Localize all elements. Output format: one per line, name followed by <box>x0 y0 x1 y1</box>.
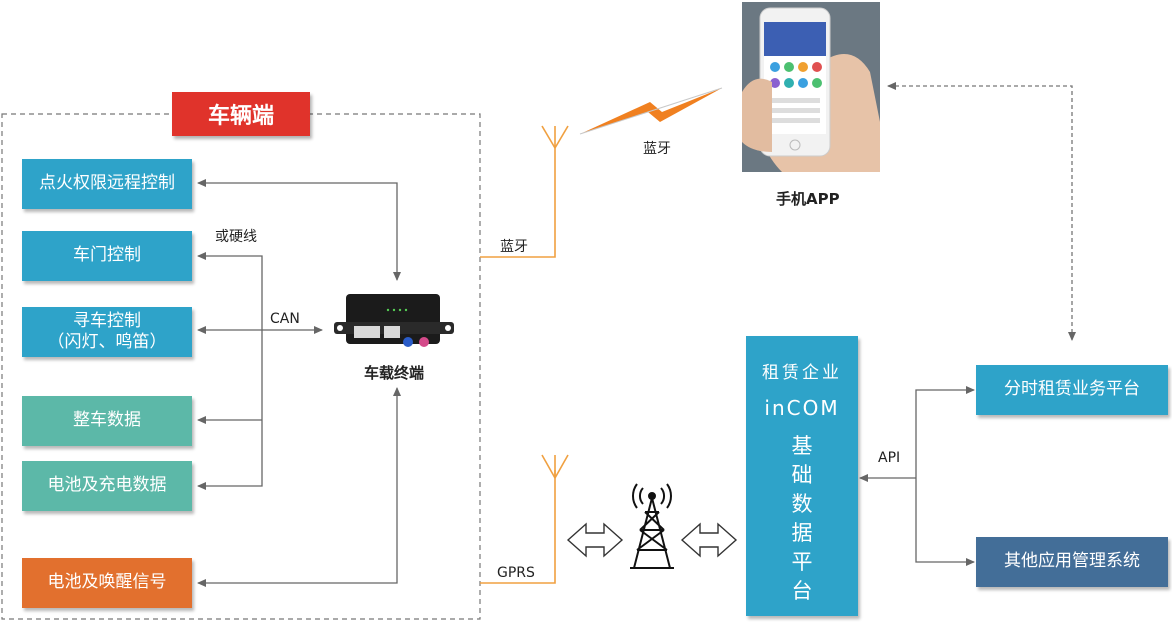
lightning-icon <box>579 87 723 135</box>
battery-charge-box: 电池及充电数据 <box>22 461 192 511</box>
other-mgmt-label: 其他应用管理系统 <box>1004 551 1140 572</box>
find-car-label: 寻车控制 <box>73 310 141 331</box>
bus-line <box>197 252 263 490</box>
gprs-line <box>480 470 556 584</box>
battery-charge-label: 电池及充电数据 <box>47 475 167 496</box>
phone-hand-icon <box>742 2 880 172</box>
phone-timeshare-link <box>887 82 1076 341</box>
door-control-box: 车门控制 <box>22 231 192 281</box>
terminal-device-icon <box>334 294 454 347</box>
cell-tower-icon <box>630 483 674 569</box>
other-mgmt-box: 其他应用管理系统 <box>976 537 1168 587</box>
find-car-box: 寻车控制 （闪灯、鸣笛） <box>22 307 192 357</box>
find-car-sublabel: （闪灯、鸣笛） <box>47 332 167 352</box>
battery-wake-box: 电池及唤醒信号 <box>22 558 192 608</box>
bluetooth-phone-label: 蓝牙 <box>643 141 671 157</box>
terminal-label: 车载终端 <box>364 364 425 382</box>
ignition-control-label: 点火权限远程控制 <box>39 173 175 194</box>
platform-line1: 租赁企业 <box>762 363 842 383</box>
ignition-control-box: 点火权限远程控制 <box>22 159 192 209</box>
vehicle-data-label: 整车数据 <box>73 410 141 431</box>
timeshare-platform-box: 分时租赁业务平台 <box>976 365 1168 415</box>
ignition-link <box>197 179 401 281</box>
antenna-icon-bottom <box>541 454 569 479</box>
wake-link <box>197 387 401 587</box>
door-control-label: 车门控制 <box>73 245 141 266</box>
api-label: API <box>878 450 901 466</box>
battery-wake-label: 电池及唤醒信号 <box>47 572 167 593</box>
can-label: CAN <box>270 311 300 327</box>
timeshare-platform-label: 分时租赁业务平台 <box>1004 379 1140 400</box>
bluetooth-line <box>480 148 556 258</box>
platform-line3: 基础数据平台 <box>791 434 813 603</box>
or-hardwire-label: 或硬线 <box>215 229 257 245</box>
api-branch <box>915 386 975 566</box>
vehicle-data-box: 整车数据 <box>22 396 192 446</box>
antenna-icon-top <box>541 125 569 149</box>
phone-photo <box>742 2 880 172</box>
bluetooth-vehicle-label: 蓝牙 <box>500 239 528 255</box>
double-arrow-icon-right <box>680 522 738 558</box>
incom-platform-box: 租赁企业 inCOM 基础数据平台 <box>746 336 858 616</box>
gprs-label: GPRS <box>497 565 535 581</box>
double-arrow-icon-left <box>566 522 624 558</box>
vehicle-side-title: 车辆端 <box>172 92 310 136</box>
platform-line2: inCOM <box>764 396 840 420</box>
phone-app-label: 手机APP <box>776 190 840 208</box>
